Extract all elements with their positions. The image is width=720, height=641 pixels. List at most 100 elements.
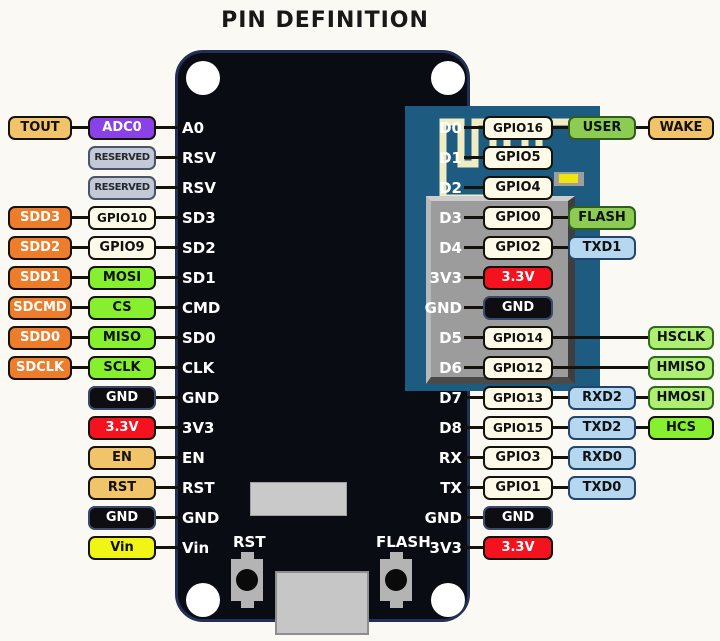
board-pin-label-left: RSV (182, 179, 216, 197)
board-pin-label-left: RST (182, 479, 215, 497)
pin-wire (70, 366, 90, 369)
pin-badge-cs: CS (88, 296, 156, 320)
pin-badge-reserved: RESERVED (88, 176, 156, 200)
pin-wire (70, 306, 90, 309)
pin-wire (464, 276, 485, 279)
pin-badge-gpio14: GPIO14 (483, 326, 553, 350)
pin-badge-gpio2: GPIO2 (483, 236, 553, 260)
pin-badge-hcs: HCS (648, 416, 714, 440)
pin-badge-gpio16: GPIO16 (483, 116, 553, 140)
board-pin-label-right: GND (424, 509, 462, 527)
pin-wire (551, 366, 650, 369)
usb-connector (275, 571, 369, 635)
pin-wire (464, 546, 485, 549)
board-pin-label-right: D3 (439, 209, 462, 227)
pin-badge-sdd2: SDD2 (8, 236, 72, 260)
pin-badge-gnd: GND (88, 506, 156, 530)
pin-badge-vin: Vin (88, 536, 156, 560)
pin-badge-adc0: ADC0 (88, 116, 156, 140)
pin-badge-3-3v: 3.3V (88, 416, 156, 440)
pin-wire (154, 306, 181, 309)
pin-wire (551, 126, 570, 129)
pin-badge-miso: MISO (88, 326, 156, 350)
board-pin-label-left: EN (182, 449, 205, 467)
pin-wire (154, 336, 181, 339)
pin-wire (154, 546, 181, 549)
pin-badge-wake: WAKE (648, 116, 714, 140)
pin-wire (154, 516, 181, 519)
pin-wire (464, 336, 485, 339)
pin-wire (154, 156, 181, 159)
pin-badge-rst: RST (88, 476, 156, 500)
pin-wire (551, 426, 570, 429)
flash-button (380, 552, 412, 610)
led-indicator (554, 172, 584, 186)
pin-badge-gnd: GND (483, 296, 553, 320)
diagram-title: PIN DEFINITION (221, 8, 429, 33)
board-pin-label-right: RX (438, 449, 462, 467)
button-tab (240, 601, 254, 608)
board-pin-label-right: TX (440, 479, 462, 497)
pin-wire (634, 126, 650, 129)
pin-wire (634, 396, 650, 399)
pin-badge-gpio0: GPIO0 (483, 206, 553, 230)
nodemcu-board (175, 50, 600, 622)
board-pin-label-left: A0 (182, 119, 205, 137)
board-pin-label-left: 3V3 (182, 419, 215, 437)
pin-badge-en: EN (88, 446, 156, 470)
board-pin-label-right: D0 (439, 119, 462, 137)
board-pin-label-right: D1 (439, 149, 462, 167)
pin-badge-user: USER (568, 116, 636, 140)
button-body (231, 559, 263, 601)
flash-button-label: FLASH (376, 533, 431, 551)
board-pin-label-right: 3V3 (429, 269, 462, 287)
board-pin-label-left: CLK (182, 359, 215, 377)
pin-badge-gnd: GND (88, 386, 156, 410)
pin-wire (154, 216, 181, 219)
pin-badge-mosi: MOSI (88, 266, 156, 290)
button-body (380, 559, 412, 601)
pin-wire (464, 306, 485, 309)
pin-badge-rxd2: RXD2 (568, 386, 636, 410)
button-tab (240, 552, 254, 559)
pin-badge-rxd0: RXD0 (568, 446, 636, 470)
pin-badge-sdd1: SDD1 (8, 266, 72, 290)
pin-badge-gpio1: GPIO1 (483, 476, 553, 500)
pin-wire (464, 456, 485, 459)
pin-wire (154, 396, 181, 399)
pin-wire (551, 216, 570, 219)
pin-badge-gpio10: GPIO10 (88, 206, 156, 230)
pin-wire (464, 366, 485, 369)
mounting-hole-bottom-left (186, 583, 220, 617)
pin-wire (154, 366, 181, 369)
pin-wire (551, 336, 650, 339)
pin-wire (464, 486, 485, 489)
pin-wire (464, 246, 485, 249)
pin-badge-sdd3: SDD3 (8, 206, 72, 230)
board-pin-label-right: D6 (439, 359, 462, 377)
button-cap (236, 569, 258, 591)
led-core (559, 174, 578, 183)
pin-badge-3-3v: 3.3V (483, 536, 553, 560)
pin-wire (70, 336, 90, 339)
pin-badge-tout: TOUT (8, 116, 72, 140)
rst-button (231, 552, 263, 610)
pin-badge-gnd: GND (483, 506, 553, 530)
pin-badge-gpio15: GPIO15 (483, 416, 553, 440)
pin-badge-hmosi: HMOSI (648, 386, 714, 410)
board-pin-label-right: GND (424, 299, 462, 317)
pin-wire (154, 126, 181, 129)
pin-badge-txd0: TXD0 (568, 476, 636, 500)
board-pin-label-left: Vin (182, 539, 210, 557)
board-pin-label-left: CMD (182, 299, 221, 317)
board-pin-label-left: SD0 (182, 329, 216, 347)
pin-wire (70, 126, 90, 129)
pin-badge-reserved: RESERVED (88, 146, 156, 170)
pin-wire (464, 126, 485, 129)
pin-badge-gpio4: GPIO4 (483, 176, 553, 200)
board-pin-label-right: D7 (439, 389, 462, 407)
pin-badge-sdclk: SDCLK (8, 356, 72, 380)
pin-wire (464, 216, 485, 219)
usb-serial-chip (250, 482, 347, 516)
